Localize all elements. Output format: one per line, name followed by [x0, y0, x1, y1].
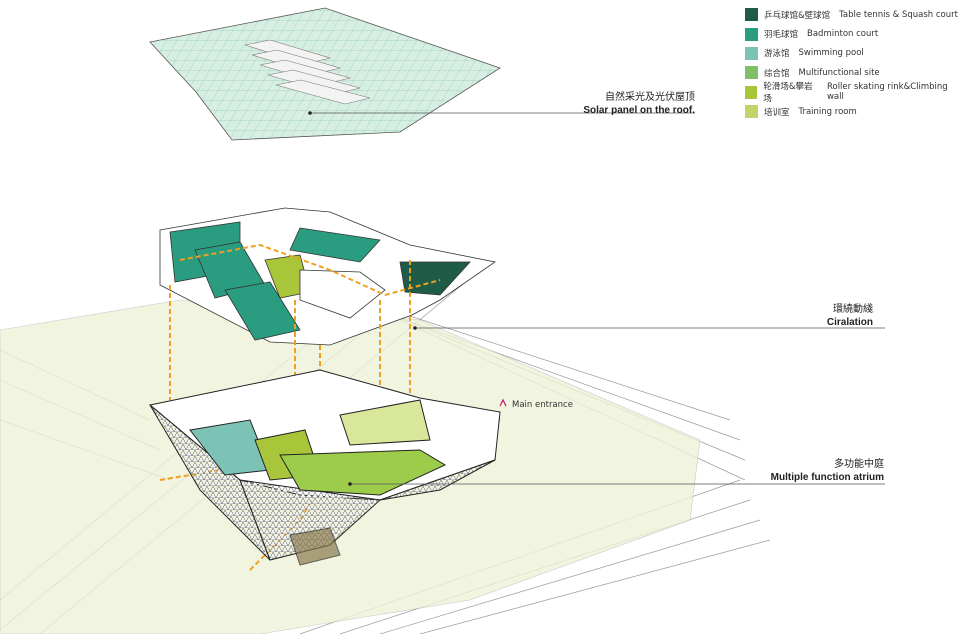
upper-floor: [159, 207, 497, 346]
circulation-callout-cn: 環繞動綫: [833, 304, 873, 315]
roof-callout-dot: [308, 111, 312, 115]
atrium-callout-cn: 多功能中庭: [834, 459, 884, 470]
solar-roof: [149, 7, 501, 141]
legend-item: 轮滑场&攀岩场 Roller skating rink&Climbing wall: [745, 82, 960, 105]
legend-swatch: [745, 105, 758, 119]
legend: 乒乓球馆&壁球馆 Table tennis & Squash court 羽毛球馆…: [745, 5, 960, 121]
legend-cn: 轮滑场&攀岩场: [763, 82, 813, 105]
legend-item: 综合馆 Multifunctional site: [745, 63, 960, 82]
legend-swatch: [745, 66, 758, 80]
roof-callout-en: Solar panel on the roof.: [583, 105, 695, 116]
legend-swatch: [745, 8, 758, 22]
legend-en: Swimming pool: [798, 48, 864, 59]
atrium-callout: 多功能中庭 Multiple function atrium: [771, 455, 884, 483]
legend-en: Multifunctional site: [798, 67, 880, 78]
circulation-callout-en: Ciralation: [826, 317, 873, 328]
legend-en: Table tennis & Squash court: [839, 9, 958, 20]
base-building: [148, 369, 501, 566]
atrium-callout-en: Multiple function atrium: [770, 472, 884, 483]
legend-cn: 羽毛球馆: [764, 30, 799, 41]
legend-en: Training room: [798, 106, 857, 117]
legend-item: 培训室 Training room: [745, 102, 960, 121]
atrium-callout-dot: [348, 482, 352, 486]
main-entrance-label: Main entrance: [512, 400, 573, 410]
legend-cn: 乒乓球馆&壁球馆: [764, 10, 831, 21]
legend-cn: 游泳馆: [764, 49, 790, 60]
legend-item: 游泳馆 Swimming pool: [745, 44, 960, 63]
roof-callout-cn: 自然采光及光伏屋顶: [605, 92, 695, 103]
circulation-callout: 環繞動綫 Ciralation: [827, 300, 873, 328]
circulation-callout-dot: [413, 326, 417, 330]
legend-en: Badminton court: [807, 29, 879, 40]
legend-en: Roller skating rink&Climbing wall: [826, 82, 948, 103]
entrance-marker-icon: [499, 398, 507, 407]
callout-lines: [310, 112, 885, 485]
legend-item: 羽毛球馆 Badminton court: [745, 24, 960, 43]
legend-item: 乒乓球馆&壁球馆 Table tennis & Squash court: [745, 5, 960, 24]
roof-callout: 自然采光及光伏屋顶 Solar panel on the roof.: [583, 88, 695, 116]
solar-panels: [244, 39, 371, 105]
legend-cn: 培训室: [764, 107, 790, 118]
legend-swatch: [745, 85, 758, 99]
legend-swatch: [745, 46, 758, 60]
legend-cn: 综合馆: [764, 68, 790, 79]
legend-swatch: [745, 27, 758, 41]
